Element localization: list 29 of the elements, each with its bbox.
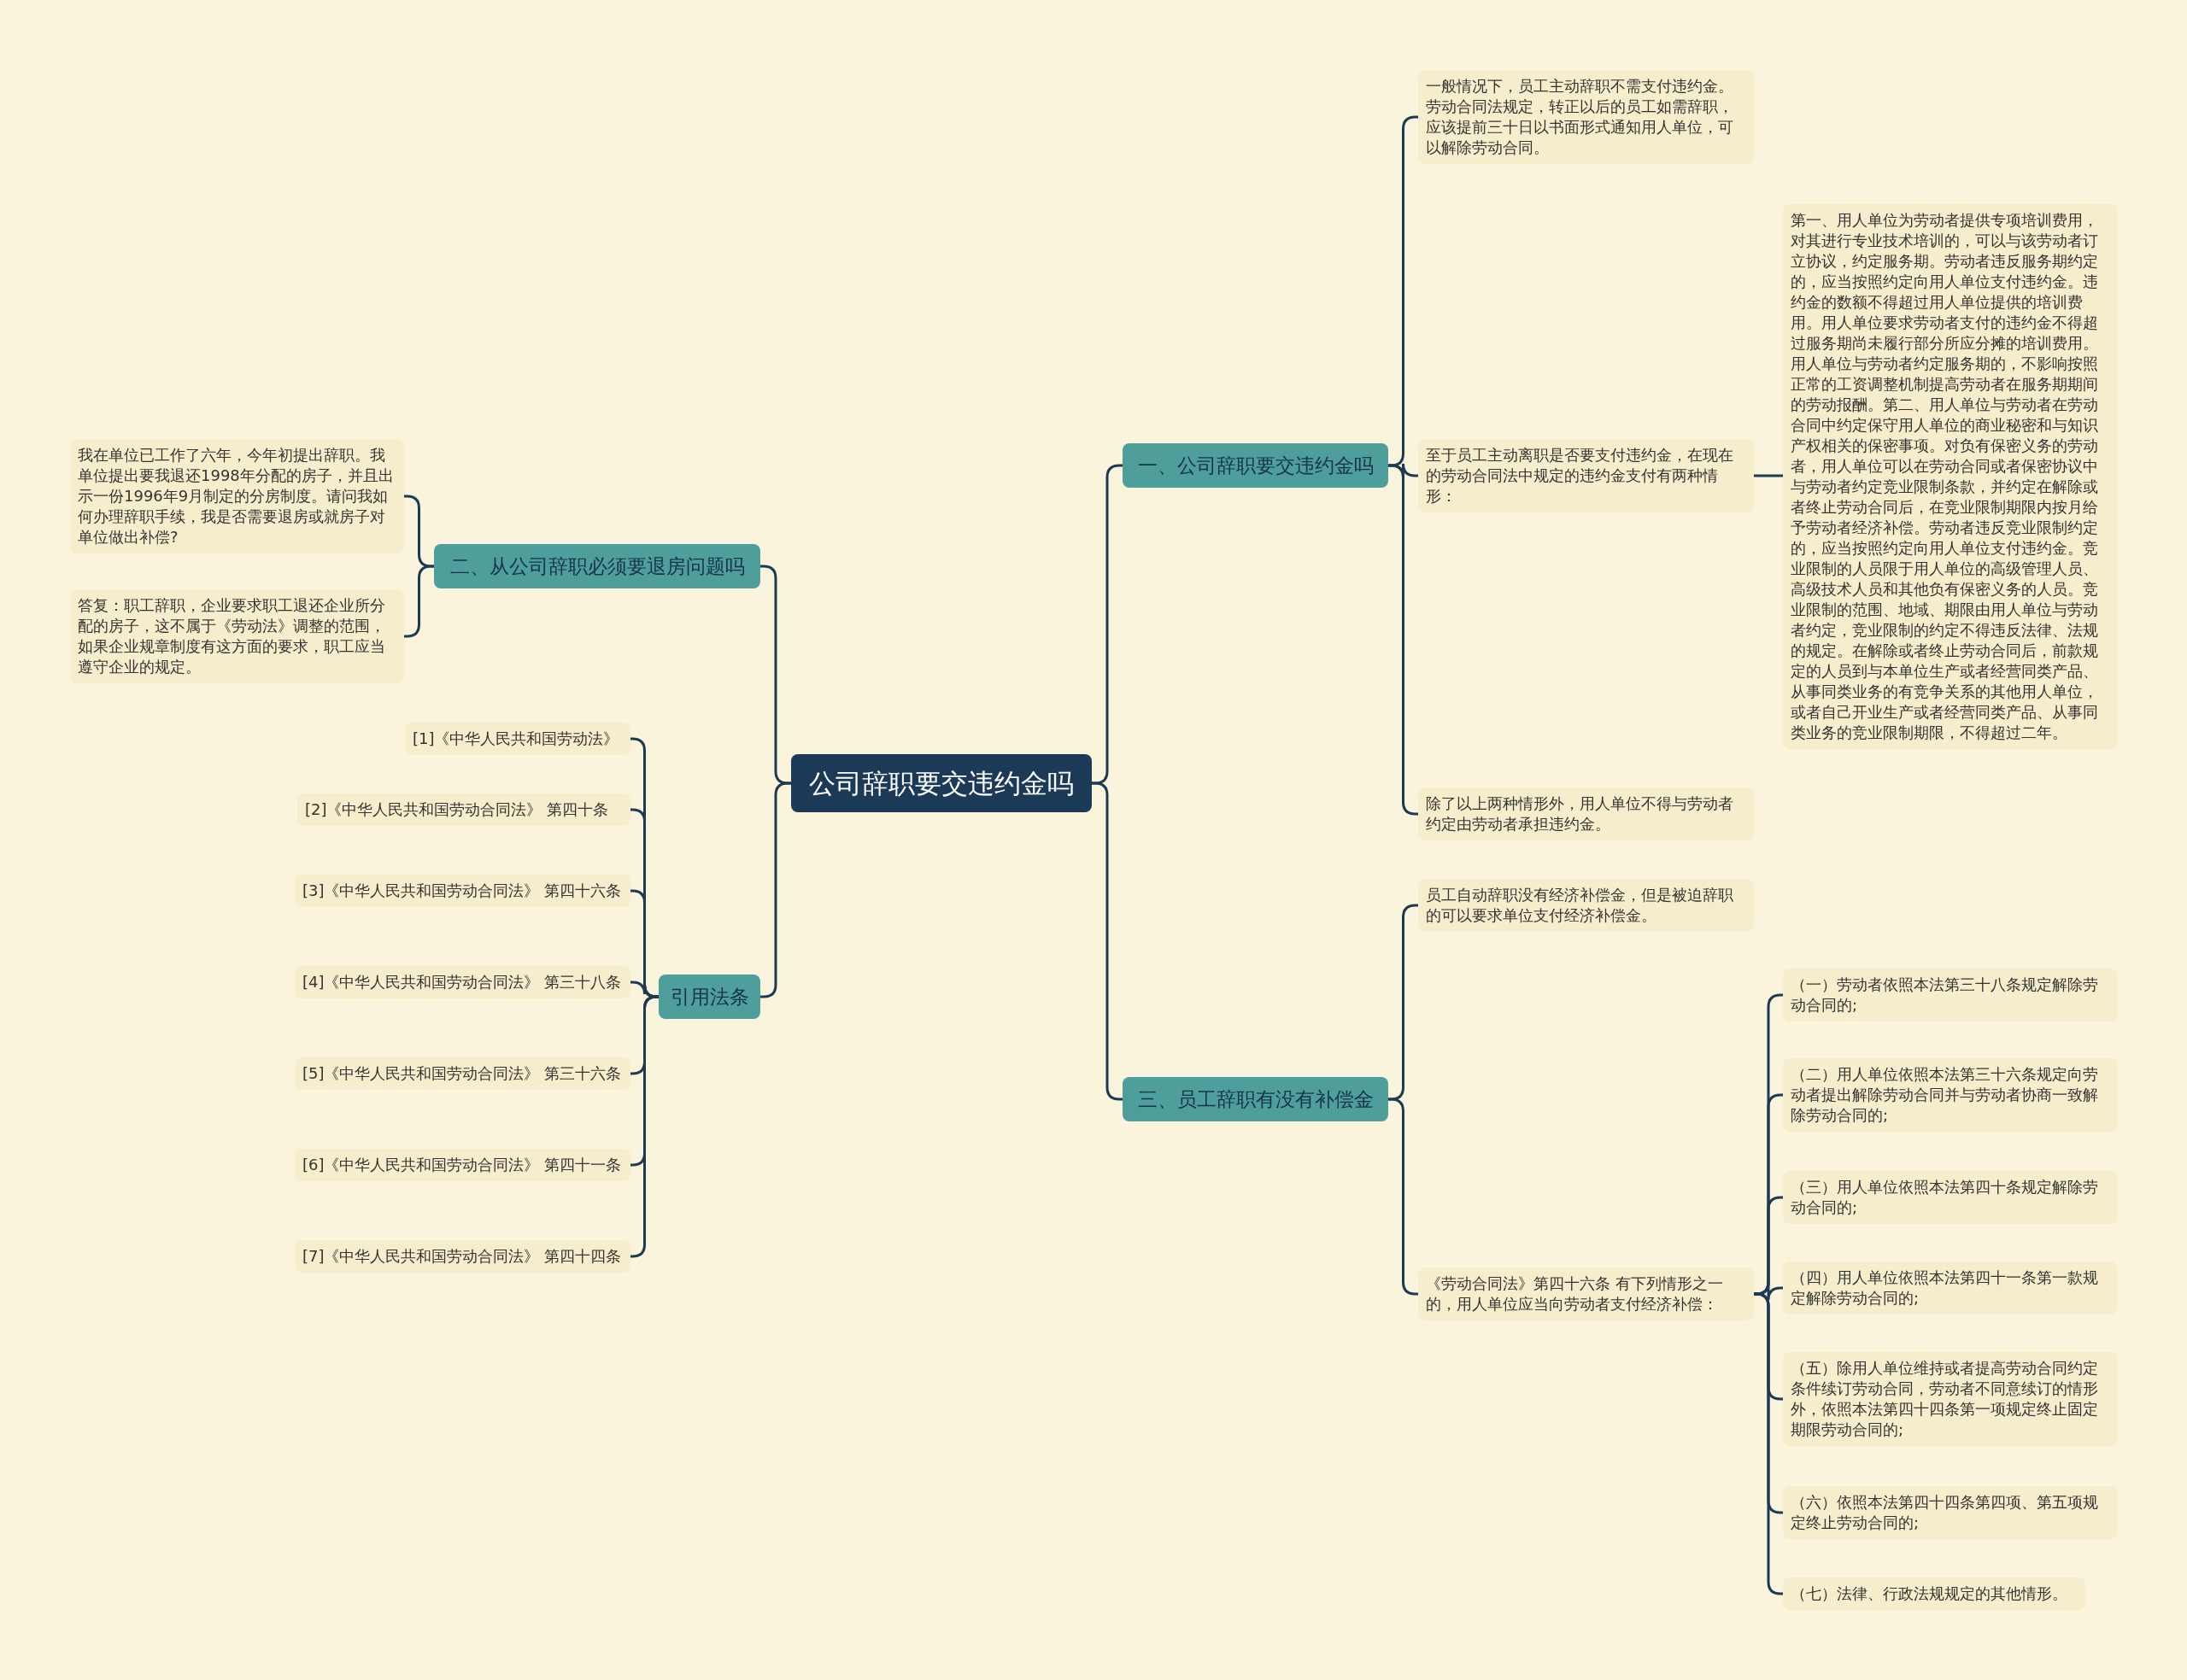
- text-card: （三）用人单位依照本法第四十条规定解除劳动合同的;: [1783, 1171, 2118, 1224]
- text-card: [4]《中华人民共和国劳动合同法》 第三十八条: [295, 966, 630, 998]
- root-topic-box: 公司辞职要交违约金吗: [791, 754, 1092, 812]
- text-card: [7]《中华人民共和国劳动合同法》 第四十四条: [295, 1240, 630, 1273]
- text-card: [1]《中华人民共和国劳动法》: [405, 723, 630, 755]
- text-card: 除了以上两种情形外，用人单位不得与劳动者约定由劳动者承担违约金。: [1418, 787, 1754, 840]
- text-card: 《劳动合同法》第四十六条 有下列情形之一的，用人单位应当向劳动者支付经济补偿：: [1418, 1267, 1754, 1320]
- text-card: [5]《中华人民共和国劳动合同法》 第三十六条: [295, 1057, 630, 1090]
- text-card: [3]《中华人民共和国劳动合同法》 第四十六条: [295, 875, 630, 907]
- text-card: （四）用人单位依照本法第四十一条第一款规定解除劳动合同的;: [1783, 1261, 2118, 1314]
- text-card: （六）依照本法第四十四条第四项、第五项规定终止劳动合同的;: [1783, 1486, 2118, 1539]
- text-card: （五）除用人单位维持或者提高劳动合同约定条件续订劳动合同，劳动者不同意续订的情形外，依照本法第四十四条第一项规定终止固定期限劳动合同的;: [1783, 1352, 2118, 1446]
- text-card: 第一、用人单位为劳动者提供专项培训费用，对其进行专业技术培训的，可以与该劳动者订立协议，约定服务期。劳动者违反服务期约定的，应当按照约定向用人单位支付违约金。违约金的数额不得超过用人单位提供的培训费用。用人单位要求劳动者支付的违约金不得超过服务期尚未履行部分所应分摊的培训费用。用人单位与劳动者约定服务期的，不影响按照正常的工资调整机制提高劳动者在服务期期间的劳动报酬。第二、用人单位与劳动者在劳动合同中约定保守用人单位的商业秘密和与知识产权相关的保密事项。对负有保密义务的劳动者，用人单位可以在劳动合同或者保密协议中与劳动者约定竞业限制条款，并约定在解除或者终止劳动合同后，在竞业限制期限内按月给予劳动者经济补偿。劳动者违反竞业限制约定的，应当按照约定向用人单位支付违约金。竞业限制的人员限于用人单位的高级管理人员、高级技术人员和其他负有保密义务的人员。竞业限制的范围、地域、期限由用人单位与劳动者约定，竞业限制的约定不得违反法律、法规的规定。在解除或者终止劳动合同后，前款规定的人员到与本单位生产或者经营同类产品、从事同类业务的有竞争关系的其他用人单位，或者自己开业生产或者经营同类产品、从事同类业务的竞业限制期限，不得超过二年。: [1783, 204, 2118, 749]
- text-card: （一）劳动者依照本法第三十八条规定解除劳动合同的;: [1783, 969, 2118, 1021]
- branch-topic-box: 一、公司辞职要交违约金吗: [1123, 443, 1388, 488]
- text-card: 答复：职工辞职，企业要求职工退还企业所分配的房子，这不属于《劳动法》调整的范围，如果企业规章制度有这方面的要求，职工应当遵守企业的规定。: [70, 589, 404, 683]
- text-card: 员工自动辞职没有经济补偿金，但是被迫辞职的可以要求单位支付经济补偿金。: [1418, 879, 1754, 932]
- text-card: [2]《中华人民共和国劳动合同法》 第四十条: [297, 793, 630, 826]
- text-card: （二）用人单位依照本法第三十六条规定向劳动者提出解除劳动合同并与劳动者协商一致解除劳动合同的;: [1783, 1058, 2118, 1132]
- branch-topic-box: 三、员工辞职有没有补偿金: [1123, 1077, 1388, 1121]
- connector-line: [630, 980, 659, 998]
- text-card: （七）法律、行政法规规定的其他情形。: [1783, 1578, 2085, 1610]
- branch-topic-box: 二、从公司辞职必须要退房问题吗: [434, 544, 760, 588]
- text-card: [6]《中华人民共和国劳动合同法》 第四十一条: [295, 1149, 630, 1181]
- connector-line: [1754, 474, 1783, 477]
- text-card: 一般情况下，员工主动辞职不需支付违约金。劳动合同法规定，转正以后的员工如需辞职，应该提前三十日以书面形式通知用人单位，可以解除劳动合同。: [1418, 70, 1754, 164]
- branch-topic-box: 引用法条: [659, 975, 760, 1019]
- text-card: 至于员工主动离职是否要支付违约金，在现在的劳动合同法中规定的违约金支付有两种情形：: [1418, 439, 1754, 512]
- text-card: 我在单位已工作了六年，今年初提出辞职。我单位提出要我退还1998年分配的房子，并且出示一份1996年9月制定的分房制度。请问我如何办理辞职手续，我是否需要退房或就房子对单位做出补偿?: [70, 439, 404, 553]
